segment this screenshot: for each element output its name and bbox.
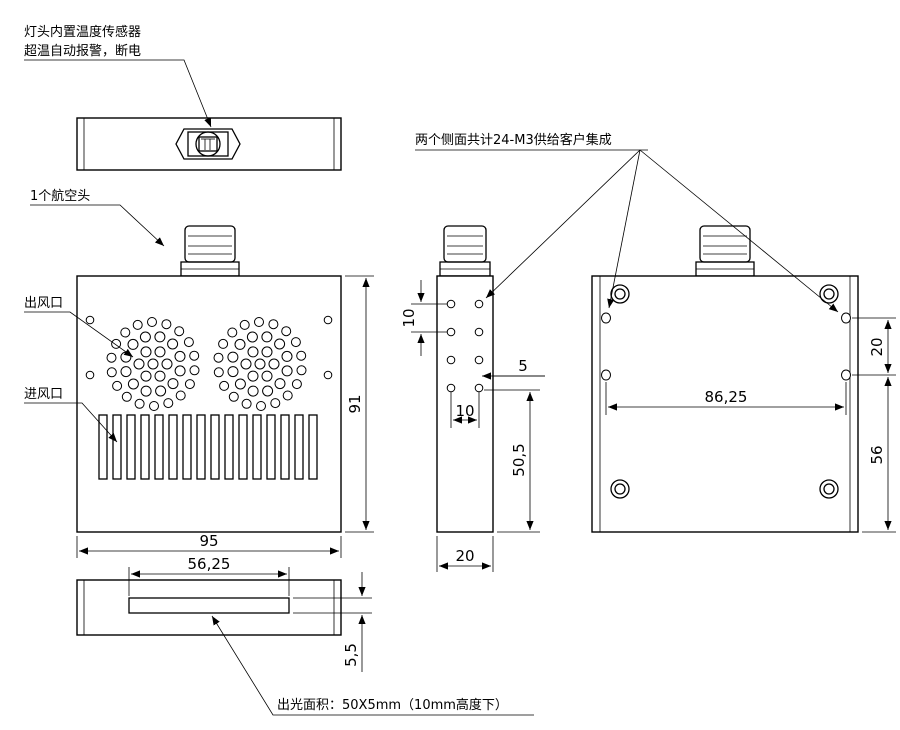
dim-slot-width: 56,25 [128,555,290,596]
connector-label: 1个航空头 [30,188,165,247]
dim-back-hole-pitch: 20 [852,317,896,376]
dim-hole-height: 50,5 [484,389,540,533]
dim-back-hole-span: 86,25 [605,382,847,415]
sensor-nut-icon [175,128,241,160]
dim-hole-pitch-h: 10 [450,392,480,428]
outlet-vent-holes [106,317,307,411]
dim-hole-height-value: 50,5 [510,443,528,476]
dim-side-width-value: 20 [455,547,474,565]
dim-front-width-value: 95 [199,532,218,550]
dim-back-hole-span-value: 86,25 [705,388,748,406]
top-view [76,117,342,171]
back-view [591,225,859,533]
dim-back-hole-pitch-value: 20 [868,337,886,356]
emit-area-label-text: 出光面积：50X5mm（10mm高度下） [277,697,508,713]
side-holes-label: 两个侧面共计24-M3供给客户集成 [415,132,839,313]
dim-hole-pitch-v: 10 [400,280,447,356]
dim-front-width: 95 [76,532,342,558]
dim-back-hole-height: 56 [862,377,896,533]
side-connector-icon [439,225,491,277]
front-view [76,225,342,533]
dim-front-height: 91 [345,275,374,533]
side-view [436,225,494,533]
dim-slot-depth: 5,5 [293,572,372,672]
connector-label-text: 1个航空头 [30,188,90,204]
dim-side-width: 20 [436,536,494,572]
dim-hole-pitch-h-value: 10 [455,402,474,420]
back-mounting-bosses [610,284,839,499]
connector-icon [180,225,240,277]
outlet-label: 出风口 [24,296,134,358]
dim-hole-edge: 5 [482,357,545,380]
dim-hole-pitch-v-value: 10 [400,308,418,327]
back-m3-holes [601,312,851,381]
back-connector-icon [695,225,755,277]
dim-front-height-value: 91 [346,394,364,413]
inlet-label: 进风口 [24,387,118,443]
inlet-label-text: 进风口 [24,387,63,402]
emit-area-label: 出光面积：50X5mm（10mm高度下） [211,615,534,716]
bottom-view [76,579,342,636]
side-mounting-holes [446,299,484,393]
sensor-label: 灯头内置温度传感器 超温自动报警，断电 [24,24,212,128]
dim-hole-edge-value: 5 [518,357,528,375]
dim-slot-width-value: 56,25 [188,555,231,573]
outlet-label-text: 出风口 [24,296,63,311]
dim-back-hole-height-value: 56 [868,445,886,464]
dim-slot-depth-value: 5,5 [342,643,360,667]
sensor-label-line2: 超温自动报警，断电 [24,43,141,59]
sensor-label-line1: 灯头内置温度传感器 [24,24,141,40]
inlet-vent-slots [98,414,318,480]
side-holes-label-text: 两个侧面共计24-M3供给客户集成 [415,132,612,148]
